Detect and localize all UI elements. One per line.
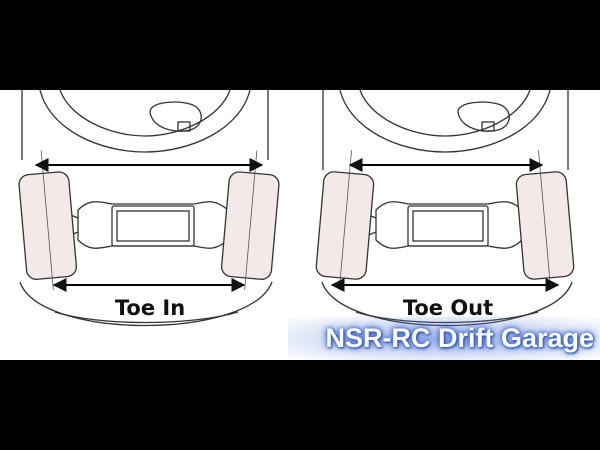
tie-rods xyxy=(67,213,239,237)
car-body-sides xyxy=(322,90,569,170)
front-bumper xyxy=(19,281,273,327)
strut-tower xyxy=(457,101,510,132)
watermark: NSR-RC Drift Garage xyxy=(325,323,594,353)
right-tire xyxy=(220,150,280,290)
watermark-glow xyxy=(288,317,600,360)
hood-curve xyxy=(339,90,551,153)
strut-cap xyxy=(481,121,495,132)
hood-curve xyxy=(39,90,251,153)
subframe-inner xyxy=(412,210,484,242)
left-tire xyxy=(18,150,78,290)
subframe-center xyxy=(407,205,489,247)
subframe-inner xyxy=(116,210,190,242)
subframe-center xyxy=(111,205,195,247)
toe-out-diagram xyxy=(315,90,575,327)
left-tire xyxy=(315,150,375,290)
tie-rods xyxy=(365,213,533,237)
hood-inner-curve xyxy=(59,90,231,137)
strut-tower xyxy=(149,101,202,132)
toe-out-label: Toe Out xyxy=(403,296,493,320)
strut-cap xyxy=(177,121,191,132)
right-tire xyxy=(515,150,575,290)
toe-in-label: Toe In xyxy=(115,296,185,320)
car-body-sides xyxy=(21,90,269,160)
toe-diagrams: Toe In xyxy=(18,90,575,327)
hood-inner-curve xyxy=(359,90,531,137)
white-panel: Toe In xyxy=(0,90,600,360)
bumper-inner xyxy=(54,311,239,324)
toe-in-diagram xyxy=(18,90,280,327)
